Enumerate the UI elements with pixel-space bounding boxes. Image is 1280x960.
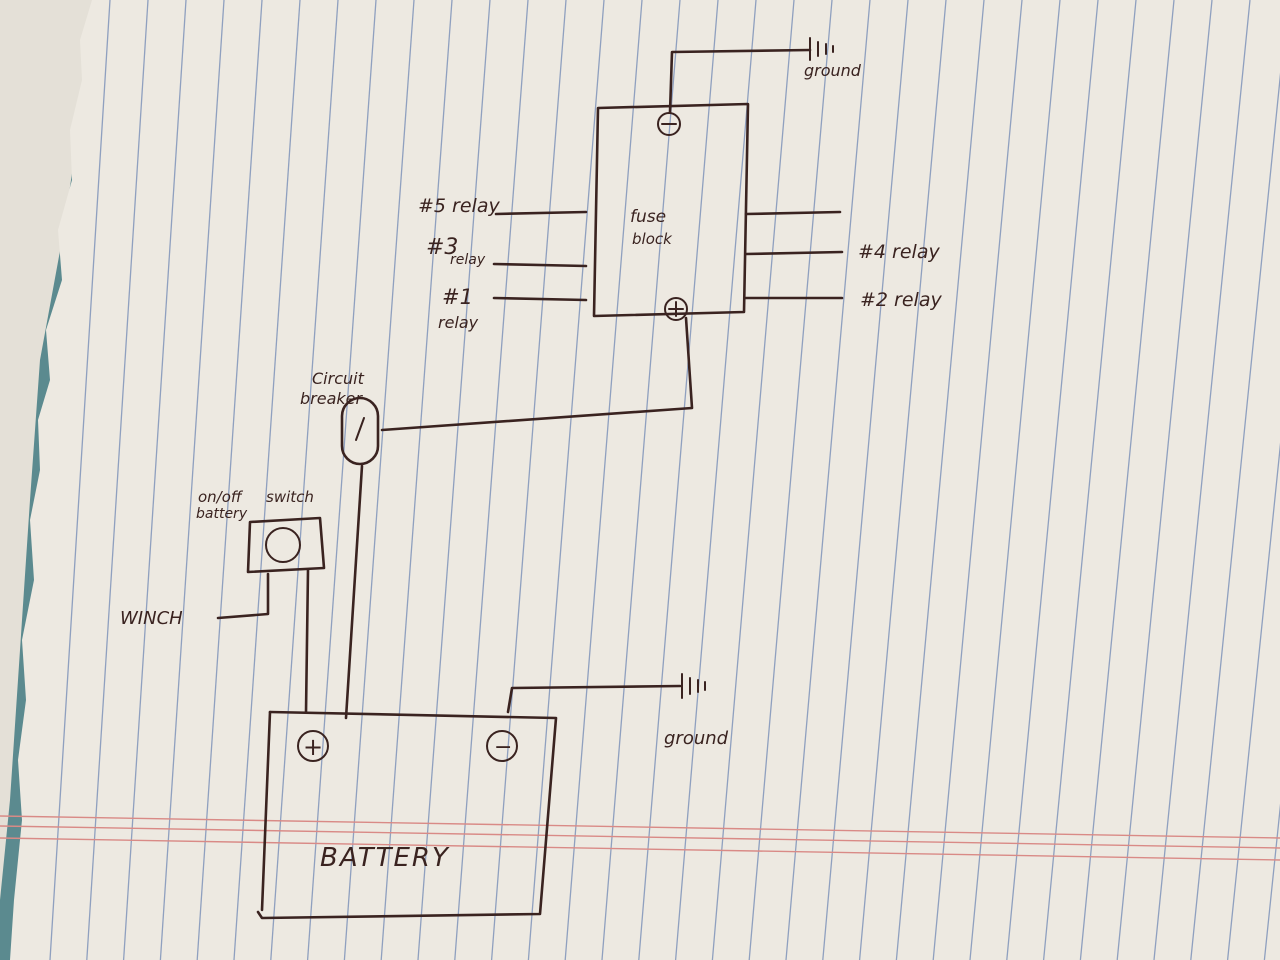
margin-lines	[0, 815, 1280, 861]
ruled-line	[1006, 0, 1099, 960]
ruled-line	[564, 0, 643, 960]
ruled-line	[969, 0, 1061, 960]
ruled-line	[490, 0, 567, 960]
relay-3-label-1: #3	[426, 235, 458, 260]
ground-top: ground	[668, 37, 862, 114]
ruled-line	[196, 0, 263, 960]
relay-2-label: #2 relay	[860, 289, 942, 311]
ruled-line	[343, 0, 415, 960]
relay-4-label: #4 relay	[858, 241, 940, 263]
margin-line	[0, 825, 1280, 849]
ruled-line	[858, 0, 947, 960]
margin-line	[0, 837, 1280, 861]
switch-label-2: battery	[196, 506, 248, 522]
wire-fuse-to-breaker	[380, 316, 694, 432]
ruled-line	[233, 0, 301, 960]
switch-word: switch	[266, 488, 314, 506]
margin-line	[0, 815, 1280, 839]
ruled-line	[822, 0, 909, 960]
ruled-line	[270, 0, 339, 960]
ruled-line	[159, 0, 225, 960]
relay-1-label-1: #1	[442, 285, 473, 309]
ground-top-label: ground	[804, 61, 862, 80]
relay-5-label: #5 relay	[418, 195, 500, 217]
ruled-line	[785, 0, 871, 960]
ruled-line	[306, 0, 377, 960]
ruled-line	[1079, 0, 1175, 960]
ruled-line	[454, 0, 529, 960]
fuse-block-label-1: fuse	[630, 207, 666, 227]
relay-wires-left: #5 relay #3 relay #1 relay	[418, 195, 588, 332]
ruled-line	[49, 0, 111, 960]
battery-switch: on/off battery switch	[196, 488, 326, 574]
circuit-breaker: Circuit breaker	[300, 369, 380, 466]
paper-stack-edge	[0, 0, 95, 900]
switch-label-1: on/off	[198, 488, 244, 506]
wire-switch-to-winch	[216, 572, 270, 620]
fuse-block: fuse block	[592, 102, 750, 321]
circuit-breaker-label-2: breaker	[300, 389, 363, 408]
ruled-line	[417, 0, 491, 960]
ruled-line	[932, 0, 1023, 960]
ruled-line	[527, 0, 605, 960]
wire-breaker-to-battery	[344, 464, 364, 720]
ruled-line	[1153, 0, 1251, 960]
battery: + − BATTERY	[256, 710, 558, 920]
ruled-line	[122, 0, 187, 960]
battery-label: BATTERY	[320, 843, 450, 873]
fuse-block-label-2: block	[632, 230, 673, 248]
ruled-lines	[49, 0, 1280, 960]
relay-1-label-2: relay	[438, 313, 479, 332]
ruled-line	[1116, 0, 1213, 960]
battery-positive: +	[303, 733, 323, 761]
ruled-line	[1226, 442, 1280, 960]
circuit-breaker-label-1: Circuit	[312, 369, 365, 388]
ruled-line	[1190, 72, 1280, 960]
relay-wires-right: #4 relay #2 relay	[744, 210, 942, 311]
ruled-line	[674, 0, 757, 960]
ground-bottom: ground	[506, 673, 729, 749]
ruled-line	[711, 0, 795, 960]
winch-label: WINCH	[120, 608, 183, 629]
ruled-line	[748, 0, 833, 960]
ruled-line	[638, 0, 719, 960]
ground-bottom-label: ground	[664, 728, 729, 749]
relay-3-label-2: relay	[450, 252, 486, 268]
ruled-line	[380, 0, 453, 960]
ruled-line	[1042, 0, 1137, 960]
ruled-line	[895, 0, 985, 960]
ruled-line	[601, 0, 681, 960]
wire-switch-to-battery	[304, 568, 310, 714]
battery-negative: −	[494, 735, 512, 760]
ruled-line	[86, 0, 149, 960]
